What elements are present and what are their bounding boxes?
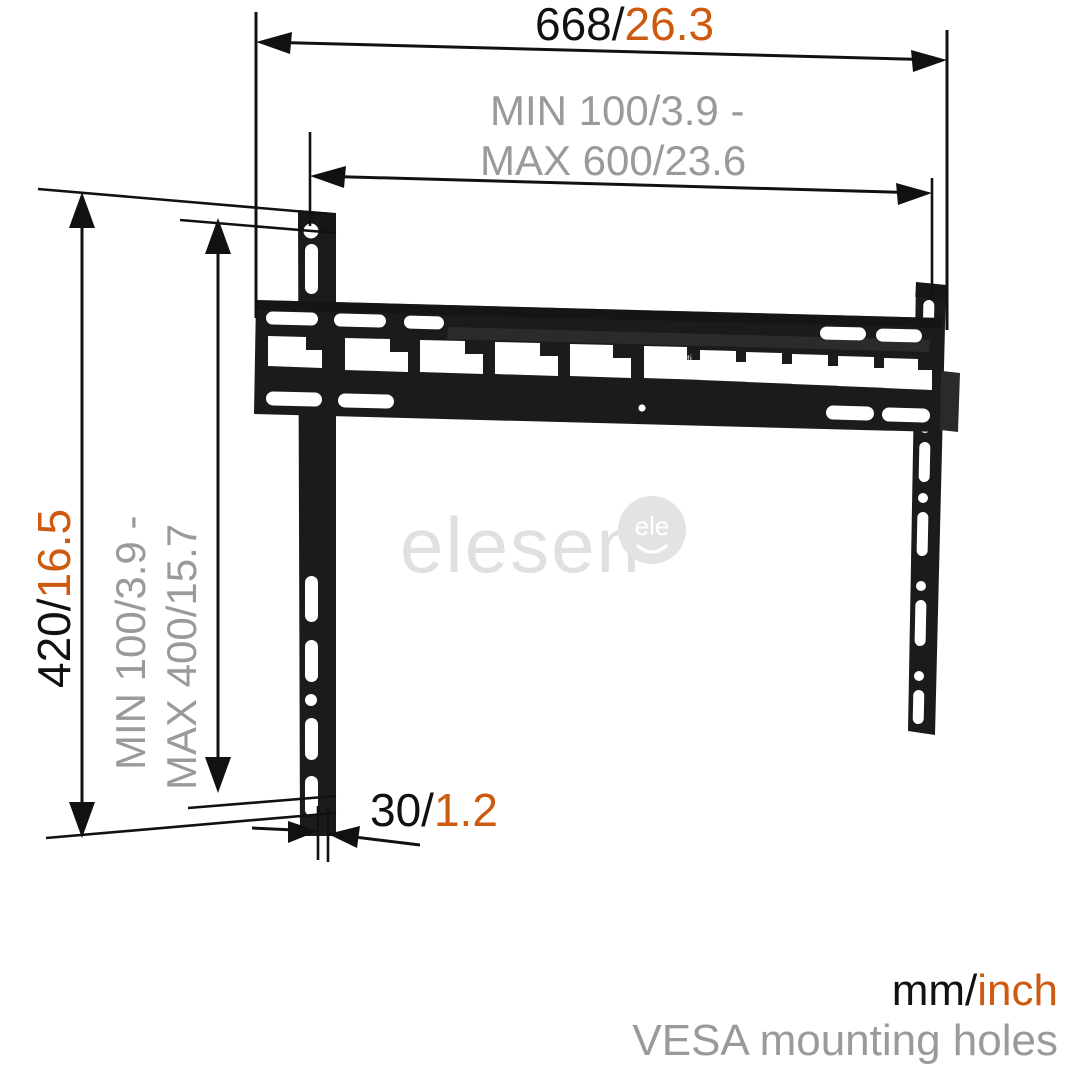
arrow-left-icon-vesa-h [310,166,346,188]
svg-text:668/26.3: 668/26.3 [535,0,714,50]
bracket-illustration: bugatti [254,210,960,836]
rail-brand-mark: bugatti [645,351,692,365]
horizontal-rail: bugatti [254,300,942,432]
svg-text:30/1.2: 30/1.2 [370,784,498,836]
leader-top-inner [179,218,337,235]
label-vesa-vertical: MIN 100/3.9 - MAX 400/15.7 [107,516,205,790]
dim-line-vesa-width [315,174,927,195]
watermark: elesen ele [400,496,686,589]
leader-bottom-inner [187,794,337,810]
arrow-right-icon-depth [288,821,318,843]
label-vesa-horizontal: MIN 100/3.9 - MAX 600/23.6 [480,87,746,184]
depth-mm: 30 [370,784,421,836]
svg-text:420/16.5: 420/16.5 [28,509,80,688]
vesa-vertical-line1: MIN 100/3.9 - [107,516,154,770]
overall-width-inch: 26.3 [625,0,715,50]
svg-text:mm/inch: mm/inch [892,966,1058,1015]
rail-top-slots [265,311,922,343]
legend-units-inch: inch [977,966,1058,1015]
dim-line-overall-width [261,40,942,62]
legend-units-mm: mm [892,966,965,1015]
leader-bottom-outer [45,811,337,840]
arrow-up-icon-overall [69,192,95,228]
depth-sep: / [421,784,434,836]
legend-vesa-line: VESA mounting holes [632,1016,1058,1065]
label-overall-height: 420/16.5 [28,509,80,688]
watermark-badge-text: ele [635,511,670,541]
vesa-vertical-line2: MAX 400/15.7 [158,524,205,790]
watermark-smile-icon [636,544,668,554]
watermark-badge-circle [618,496,686,564]
overall-width-sep: / [612,0,625,50]
overall-width-mm: 668 [535,0,612,50]
depth-inch: 1.2 [434,784,498,836]
overall-height-inch: 16.5 [28,509,80,599]
arrow-down-icon-vesa-v [205,757,231,793]
arrow-right-icon-overall [911,50,947,72]
vesa-horizontal-line1: MIN 100/3.9 - [490,87,744,134]
svg-text:bugatti: bugatti [662,354,692,365]
overall-height-sep: / [28,598,80,611]
overall-height-mm: 420 [28,611,80,688]
leader-top-outer [37,187,331,216]
rail-cutouts [268,336,932,390]
arrow-up-icon-vesa-v [205,218,231,254]
legend-units-slash: / [965,966,978,1015]
label-depth: 30/1.2 [370,784,498,836]
dimension-lines [37,12,949,862]
watermark-text: elesen [400,501,642,589]
arrow-down-icon-overall [69,802,95,838]
arrow-left-icon-overall [256,32,292,54]
label-overall-width: 668/26.3 [535,0,714,50]
rail-bottom-slots [266,391,930,423]
legend: mm/inch VESA mounting holes [632,966,1058,1065]
arrow-left-icon-depth [328,826,360,848]
vesa-horizontal-line2: MAX 600/23.6 [480,137,746,184]
arrow-right-icon-vesa-h [896,183,932,205]
